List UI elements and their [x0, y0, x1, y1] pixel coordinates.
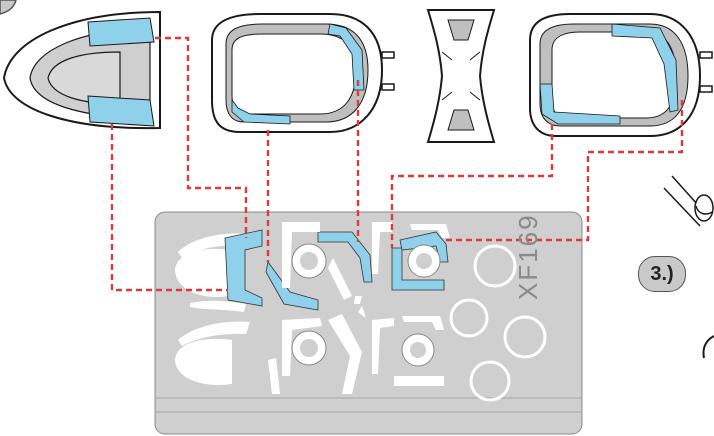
next-step-preview — [663, 175, 714, 359]
fret-mask-blue-1 — [224, 229, 263, 307]
rear-canopy-part — [529, 13, 713, 137]
mask-fret — [154, 211, 583, 435]
previous-step-badge-edge — [0, 0, 17, 15]
front-windscreen-part — [211, 13, 395, 133]
leader-line-rear-right — [444, 100, 684, 242]
leader-line-rear-bottom — [390, 124, 554, 248]
fret-nose-mask-main — [175, 248, 228, 297]
center-frame-part — [426, 9, 496, 143]
step-number-badge: 3.) — [638, 256, 686, 292]
nose-canopy-part — [2, 10, 161, 130]
fret-nose-mask-lower — [175, 338, 232, 385]
leader-lines — [110, 36, 684, 292]
fret-mask-blue-3 — [317, 231, 373, 283]
leader-line-nose-bottom — [110, 124, 228, 292]
fret-code-label: XF169 — [513, 213, 543, 300]
fret-mask-blue-2 — [265, 261, 319, 311]
leader-line-nose-top — [155, 36, 248, 238]
